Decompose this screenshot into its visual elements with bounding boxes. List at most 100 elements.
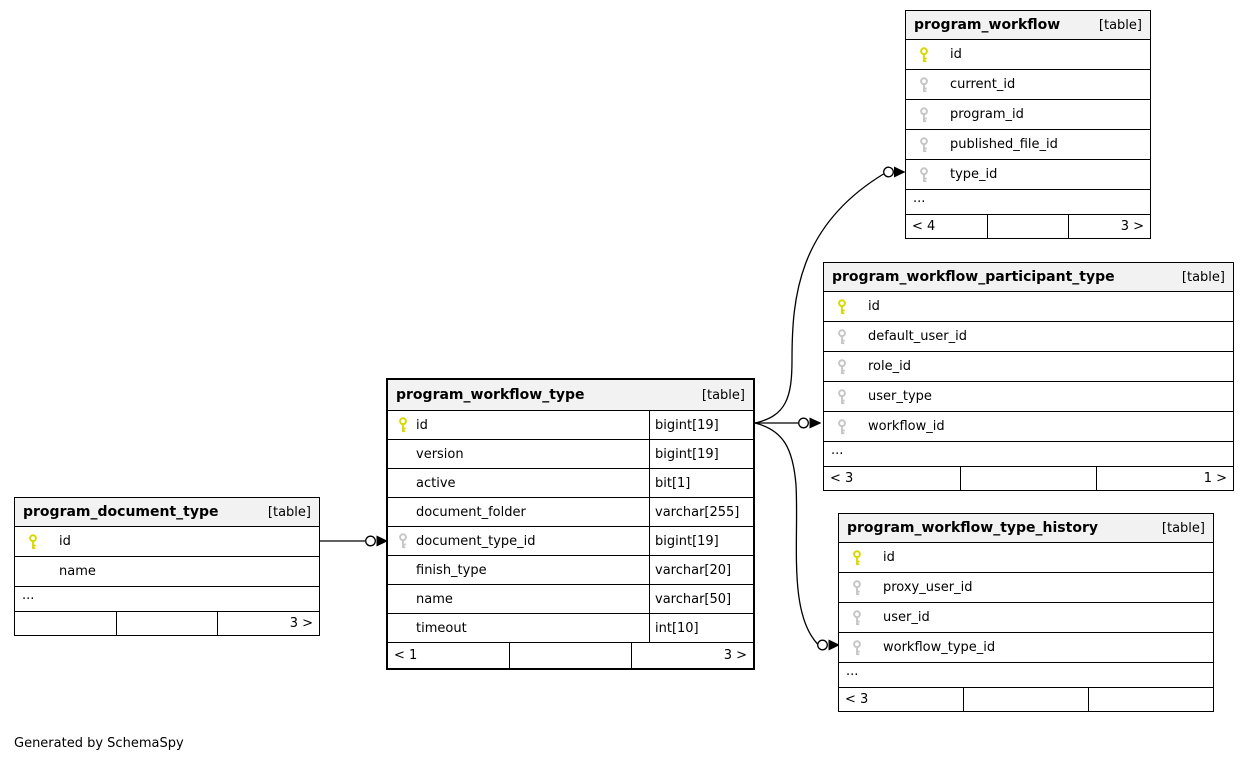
column-row-id: id xyxy=(15,527,319,557)
column-row-version: version bigint[19] xyxy=(388,440,753,469)
key-cell xyxy=(824,358,868,375)
foreign-key-icon xyxy=(838,418,846,434)
column-name: finish_type xyxy=(416,562,487,578)
key-cell xyxy=(906,166,950,183)
key-cell xyxy=(15,533,59,550)
column-name: active xyxy=(416,475,456,491)
column-name: id xyxy=(416,417,428,433)
column-type: varchar[20] xyxy=(649,556,753,584)
column-name: document_folder xyxy=(416,504,526,520)
table-header: program_workflow[table] xyxy=(906,11,1150,40)
column-row-id: id xyxy=(824,292,1233,322)
table-program_workflow_participant_type[interactable]: program_workflow_participant_type [table]… xyxy=(823,262,1234,491)
footer-center-cell xyxy=(986,215,1069,238)
primary-key-icon xyxy=(29,533,37,549)
column-row-id: id bigint[19] xyxy=(388,411,753,440)
table-type-badge: [table] xyxy=(1181,269,1225,285)
more-columns-indicator: ... xyxy=(15,587,319,612)
key-cell xyxy=(824,388,868,405)
table-program_document_type[interactable]: program_document_type[table]id name...3 > xyxy=(14,497,320,636)
footer-children-count xyxy=(1088,688,1213,711)
column-name: proxy_user_id xyxy=(883,580,973,595)
column-row-name: name xyxy=(15,557,319,587)
table-program_workflow_type[interactable]: program_workflow_type [table] id bigint[19]… xyxy=(386,378,755,670)
column-name: id xyxy=(883,550,895,565)
column-name: workflow_type_id xyxy=(883,640,996,655)
column-name: program_id xyxy=(950,107,1024,122)
column-name: document_type_id xyxy=(416,533,536,549)
column-row-id: id xyxy=(839,543,1213,573)
footer-children-count: 3 > xyxy=(1068,215,1150,238)
column-row-finish_type: finish_type varchar[20] xyxy=(388,556,753,585)
table-type-badge: [table] xyxy=(701,387,745,403)
table-name: program_workflow xyxy=(914,17,1061,33)
column-type: bigint[19] xyxy=(649,440,753,468)
nullable-circle xyxy=(817,639,828,651)
column-row-workflow_type_id: workflow_type_id xyxy=(839,633,1213,663)
generated-by-note: Generated by SchemaSpy xyxy=(14,736,184,751)
column-row-type_id: type_id xyxy=(906,160,1150,190)
column-row-program_id: program_id xyxy=(906,100,1150,130)
footer-center-cell xyxy=(959,467,1097,490)
footer-parents-count: < 3 xyxy=(845,692,869,707)
key-cell xyxy=(824,328,868,345)
key-cell xyxy=(824,418,868,435)
foreign-key-icon xyxy=(853,579,861,595)
column-type: bigint[19] xyxy=(649,411,753,439)
footer-parents-count xyxy=(15,612,116,635)
column-row-user_id: user_id xyxy=(839,603,1213,633)
column-name: id xyxy=(950,47,962,62)
column-name: published_file_id xyxy=(950,137,1058,152)
foreign-key-icon xyxy=(838,358,846,374)
footer-center-cell xyxy=(509,643,631,668)
column-row-id: id xyxy=(906,40,1150,70)
column-name: id xyxy=(59,534,71,549)
table-footer: < 4 3 > xyxy=(906,215,1150,238)
footer-children-count: 1 > xyxy=(1096,467,1233,490)
column-name: current_id xyxy=(950,77,1016,92)
primary-key-icon xyxy=(399,417,407,433)
foreign-key-icon xyxy=(920,166,928,182)
table-type-badge: [table] xyxy=(1161,520,1205,536)
foreign-key-icon xyxy=(853,639,861,655)
key-cell xyxy=(388,417,416,433)
relationship-program_document_type-program_workflow_type xyxy=(320,535,388,547)
relationship-curve xyxy=(754,422,818,645)
column-type: varchar[50] xyxy=(649,585,753,613)
column-name: user_id xyxy=(883,610,930,625)
table-name: program_workflow_type xyxy=(396,387,585,403)
footer-children-count: 3 > xyxy=(631,643,753,668)
column-name: workflow_id xyxy=(868,419,945,434)
column-name: name xyxy=(416,591,453,607)
table-footer: 3 > xyxy=(15,612,319,635)
footer-center-cell xyxy=(115,612,218,635)
key-cell xyxy=(839,639,883,656)
foreign-key-icon xyxy=(920,106,928,122)
column-row-proxy_user_id: proxy_user_id xyxy=(839,573,1213,603)
column-name: version xyxy=(416,446,464,462)
table-name: program_workflow_participant_type xyxy=(832,269,1115,285)
key-cell xyxy=(839,609,883,626)
relationship-program_workflow_type-program_workflow_participant_type xyxy=(755,417,822,429)
footer-parents-count: < 4 xyxy=(912,219,936,234)
footer-center-cell xyxy=(963,688,1088,711)
key-cell xyxy=(906,76,950,93)
column-row-published_file_id: published_file_id xyxy=(906,130,1150,160)
column-name: user_type xyxy=(868,389,932,404)
primary-key-icon xyxy=(920,46,928,62)
table-type-badge: [table] xyxy=(267,504,311,520)
foreign-key-icon xyxy=(920,136,928,152)
table-header: program_document_type[table] xyxy=(15,498,319,527)
more-columns-indicator: ... xyxy=(906,190,1150,215)
foreign-key-icon xyxy=(853,609,861,625)
table-header: program_workflow_participant_type [table] xyxy=(824,263,1233,292)
key-cell xyxy=(906,46,950,63)
column-row-current_id: current_id xyxy=(906,70,1150,100)
